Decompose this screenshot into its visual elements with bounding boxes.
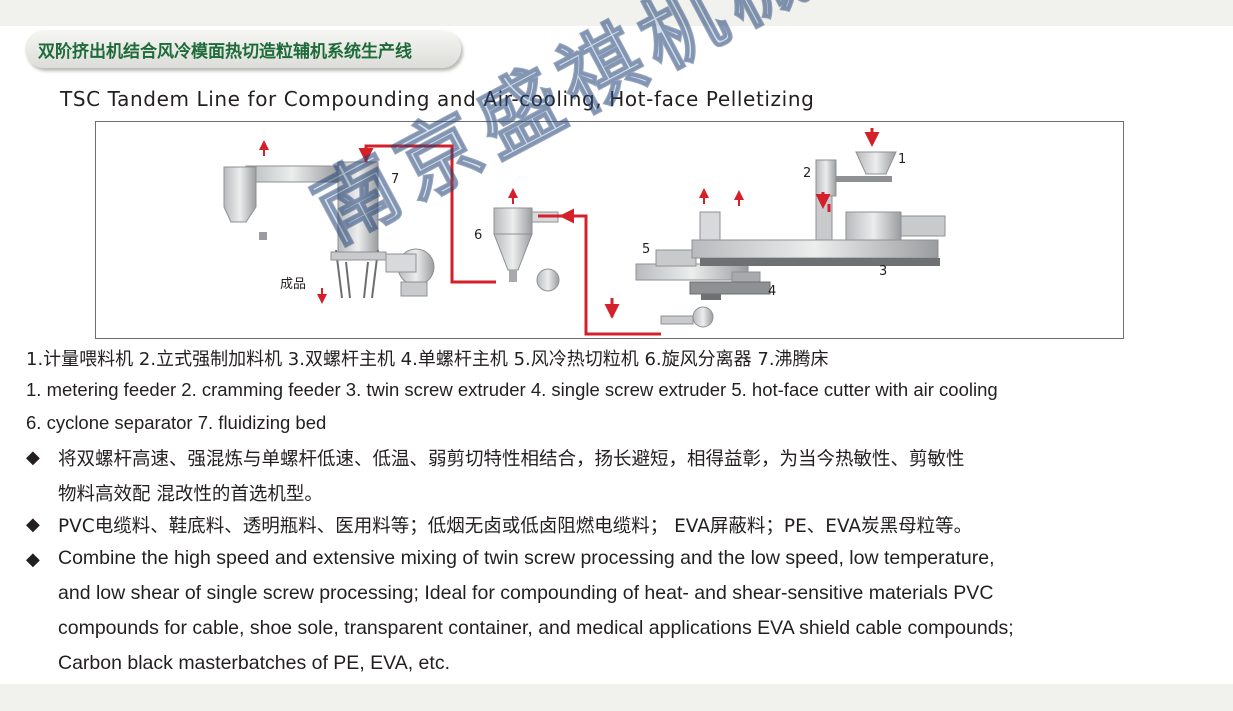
label-5: 5 [642, 242, 651, 257]
top-band [0, 0, 1233, 26]
cyclone-separator [493, 207, 560, 292]
metering-feeder [836, 151, 897, 182]
cramming-feeder [815, 159, 837, 197]
bullet-3-line-3: compounds for cable, shoe sole, transpar… [58, 617, 1014, 639]
bullet-icon-1: ◆ [26, 447, 40, 468]
single-screw-extruder [635, 249, 771, 328]
legend-en-line1: 1. metering feeder 2. cramming feeder 3.… [26, 379, 998, 400]
bullet-3-line-2: and low shear of single screw processing… [58, 582, 994, 604]
twin-screw-extruder [691, 195, 946, 266]
label-6: 6 [474, 228, 483, 243]
legend-en-line2: 6. cyclone separator 7. fluidizing bed [26, 412, 327, 433]
diagram-drawing [223, 128, 946, 336]
label-3: 3 [879, 264, 888, 279]
legend-cn: 1.计量喂料机 2.立式强制加料机 3.双螺杆主机 4.单螺杆主机 5.风冷热切… [26, 349, 829, 370]
page-title-cn: 双阶挤出机结合风冷模面热切造粒辅机系统生产线 [38, 42, 412, 62]
title-banner [25, 30, 461, 68]
label-2: 2 [803, 166, 812, 181]
label-1: 1 [898, 152, 907, 167]
flow-arrows [259, 128, 880, 319]
label-7: 7 [391, 172, 400, 187]
label-product: 成品 [280, 277, 307, 292]
bottom-band [0, 684, 1233, 711]
bullet-1-line-2: 物料高效配 混改性的首选机型。 [58, 484, 323, 505]
bullet-3-line-4: Carbon black masterbatches of PE, EVA, e… [58, 652, 450, 674]
bullet-1-line-1: 将双螺杆高速、强混炼与单螺杆低速、低温、弱剪切特性相结合，扬长避短，相得益彰，为… [58, 449, 965, 470]
bullet-icon-2: ◆ [26, 514, 40, 535]
label-4: 4 [768, 284, 777, 299]
fluidizing-bed [223, 161, 435, 299]
bullet-2-line: PVC电缆料、鞋底料、透明瓶料、医用料等；低烟无卤或低卤阻燃电缆料； EVA屏蔽… [58, 516, 973, 537]
bullet-icon-3: ◆ [26, 549, 40, 570]
production-line-diagram: 1 2 3 4 5 6 7 成品 [95, 121, 1124, 339]
page-title-en: TSC Tandem Line for Compounding and Air-… [60, 87, 815, 111]
bullet-3-line-1: Combine the high speed and extensive mix… [58, 547, 995, 569]
